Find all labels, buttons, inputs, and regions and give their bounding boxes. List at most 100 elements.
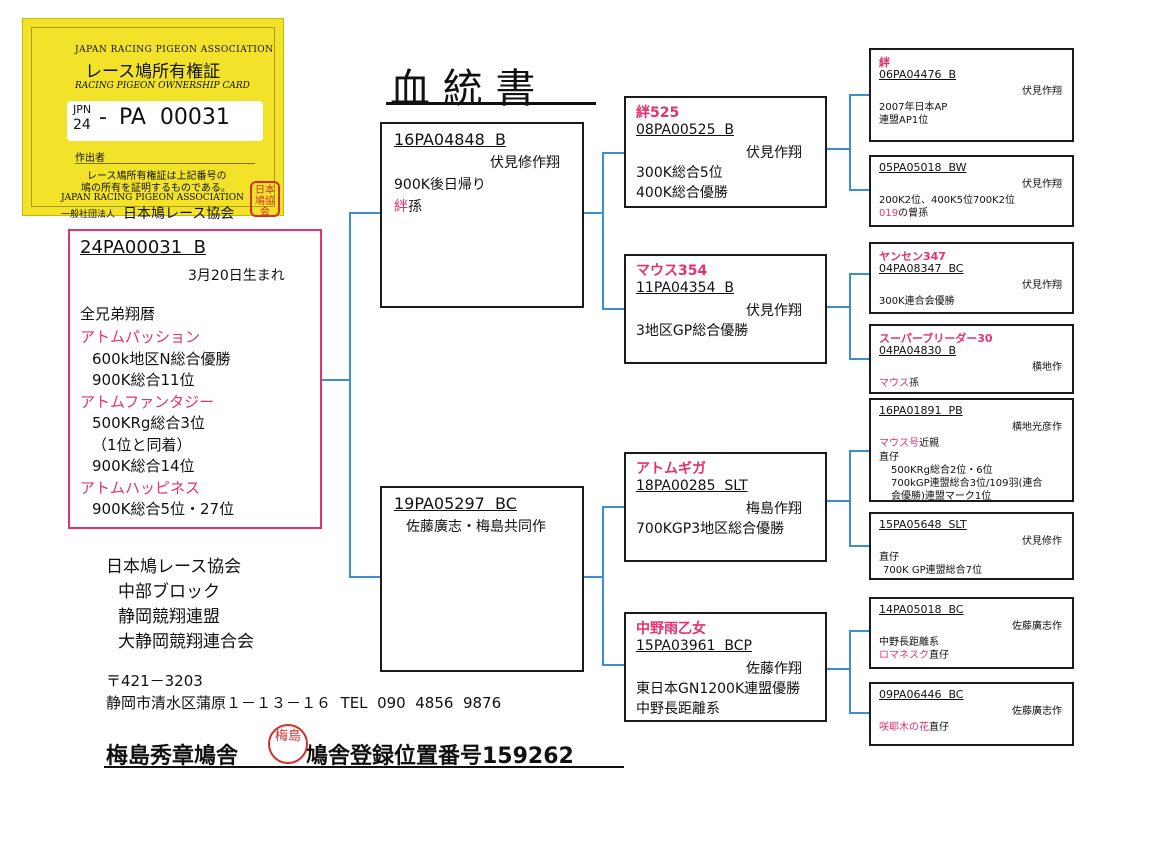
ggp-ring: 06PA04476 B	[879, 68, 956, 81]
sire-box: 16PA04848 B 伏見修作翔 900K後日帰り 絆孫	[380, 122, 584, 308]
sibling-name: アトムハッピネス	[80, 478, 201, 497]
grandparent-record: 300K総合5位	[636, 165, 723, 181]
ggp-breeder: 横地作	[1032, 362, 1062, 373]
dam-breeder: 佐藤廣志・梅島共同作	[406, 519, 546, 535]
card-jpn: JPN	[73, 103, 92, 116]
sibling-record: 900K総合11位	[92, 371, 195, 389]
sibling-record: 500KRg総合3位	[92, 414, 205, 432]
ggp-note-suffix: 孫	[909, 378, 919, 389]
ggp-note: ロマネスク直仔	[879, 646, 949, 661]
owner-postal: 〒421－3203	[106, 672, 203, 690]
grandparent-name: アトムギガ	[636, 461, 706, 477]
owner-assoc: 日本鳩レース協会	[106, 557, 242, 577]
ggp-note: マウス号近親	[879, 434, 939, 449]
sire-grand-name: 絆	[394, 199, 408, 215]
ggp-record: 中野長距離系	[879, 637, 939, 648]
sibling-record: 600k地区N総合優勝	[92, 349, 231, 368]
card-assoc-top: JAPAN RACING PIGEON ASSOCIATION	[75, 45, 274, 55]
ggp-name: 絆	[879, 56, 890, 69]
loft-name: 梅島秀章鳩舎	[106, 744, 239, 769]
ggp-record: 2007年日本AP	[879, 102, 948, 113]
loft-registration: 鳩舎登録位置番号159262	[306, 744, 574, 769]
ggp-note: マウス孫	[879, 374, 919, 389]
ggp-ring: 04PA08347 BC	[879, 262, 964, 275]
grandparent-record: 東日本GN1200K連盟優勝	[636, 681, 801, 697]
grandparent-ring: 08PA00525 B	[636, 122, 734, 138]
ggp-record: 200K2位、400K5位700K2位	[879, 195, 1016, 206]
ggp-note-name: マウス号	[879, 438, 919, 449]
owner-hanko-seal: 梅島	[268, 724, 308, 764]
doc-title-underline	[386, 102, 596, 105]
ggp-breeder: 伏見修作	[1022, 536, 1062, 547]
grandparent-breeder: 佐藤作翔	[746, 661, 802, 677]
ggp-note: 咲耶木の花直仔	[879, 718, 949, 733]
ggp-note-name: 019	[879, 208, 899, 219]
ggp-note-suffix: の曾孫	[898, 208, 929, 219]
ggp-note-name: マウス	[879, 378, 909, 389]
card-assoc-jp: 日本鳩レース協会	[123, 206, 235, 222]
grandparent-name: マウス354	[636, 263, 708, 279]
card-red-seal: 日本鳩協会	[250, 181, 280, 218]
card-note-line1: レース鳩所有権証は上記番号の	[87, 171, 227, 182]
ggp-breeder: 横地光彦作	[1012, 422, 1062, 433]
ggp-breeder: 伏見作翔	[1022, 86, 1062, 97]
grandparent-breeder: 伏見作翔	[746, 303, 802, 319]
sire-breeder: 伏見修作翔	[490, 155, 560, 171]
grandparent-name: 絆525	[636, 105, 680, 121]
ggp-record: 直仔	[879, 552, 899, 563]
sibling-record: 900K総合5位・27位	[92, 500, 235, 518]
ggp-note-name: ロマネスク	[879, 650, 929, 661]
ggp-record: 連盟AP1位	[879, 115, 929, 126]
grandparent-record: 700KGP3地区総合優勝	[636, 521, 785, 537]
sibling-record: （1位と同着）	[92, 435, 192, 454]
card-note-line2: 鳩の所有を証明するものである。	[81, 183, 231, 194]
ggp-record: 会優勝)連盟マーク1位	[891, 491, 992, 502]
subject-birth: 3月20日生まれ	[188, 268, 285, 284]
owner-address: 静岡市清水区蒲原１－１３－１６ TEL 090 4856 9876	[106, 694, 502, 712]
ggp-record: 700kGP連盟総合3位/109羽(連合	[891, 478, 1043, 489]
ggp-name: ヤンセン347	[879, 250, 946, 263]
ggp-ring: 09PA06446 BC	[879, 688, 964, 701]
ggp-ring: 14PA05018 BC	[879, 603, 964, 616]
card-inner-border	[31, 27, 275, 207]
sibling-name: アトムファンタジー	[80, 392, 215, 411]
ggp-name: スーパーブリーダー30	[879, 332, 993, 345]
ggp-ring: 04PA04830 B	[879, 344, 956, 357]
ggp-note-suffix: 直仔	[929, 722, 949, 733]
ggp-ring: 05PA05018 BW	[879, 161, 967, 174]
sire-line1: 900K後日帰り	[394, 177, 486, 193]
doc-title: 血 統 書	[390, 66, 536, 112]
grandparent-record: 400K総合優勝	[636, 185, 728, 201]
ggp-note: 019の曾孫	[879, 204, 928, 219]
dam-box: 19PA05297 BC 佐藤廣志・梅島共同作	[380, 486, 584, 672]
ggp-record: 700K GP連盟総合7位	[883, 565, 982, 576]
owner-block: 中部ブロック	[118, 582, 220, 602]
ggp-record: 500KRg総合2位・6位	[891, 465, 993, 476]
owner-union: 大静岡競翔連合会	[118, 632, 254, 652]
grandparent-ring: 18PA00285 SLT	[636, 478, 748, 494]
sire-grand: 絆孫	[394, 196, 422, 216]
card-issuer-label: 作出者	[75, 153, 105, 164]
ggp-record: 直仔	[879, 452, 899, 463]
card-issuer-line	[75, 163, 255, 164]
grandparent-breeder: 梅島作翔	[746, 501, 802, 517]
sire-ring: 16PA04848 B	[394, 130, 506, 149]
great-grandparent-box: 16PA01891 PB 横地光彦作マウス号近親直仔 500KRg総合2位・6位 70…	[869, 398, 1074, 502]
card-number-box	[67, 101, 263, 141]
ggp-ring: 16PA01891 PB	[879, 404, 963, 417]
ggp-note-suffix: 近親	[919, 438, 939, 449]
card-dash: -	[99, 105, 107, 130]
sire-grand-suffix: 孫	[408, 199, 422, 215]
hanko-text: 梅島	[274, 729, 301, 744]
subject-ring: 24PA00031 B	[80, 237, 206, 258]
